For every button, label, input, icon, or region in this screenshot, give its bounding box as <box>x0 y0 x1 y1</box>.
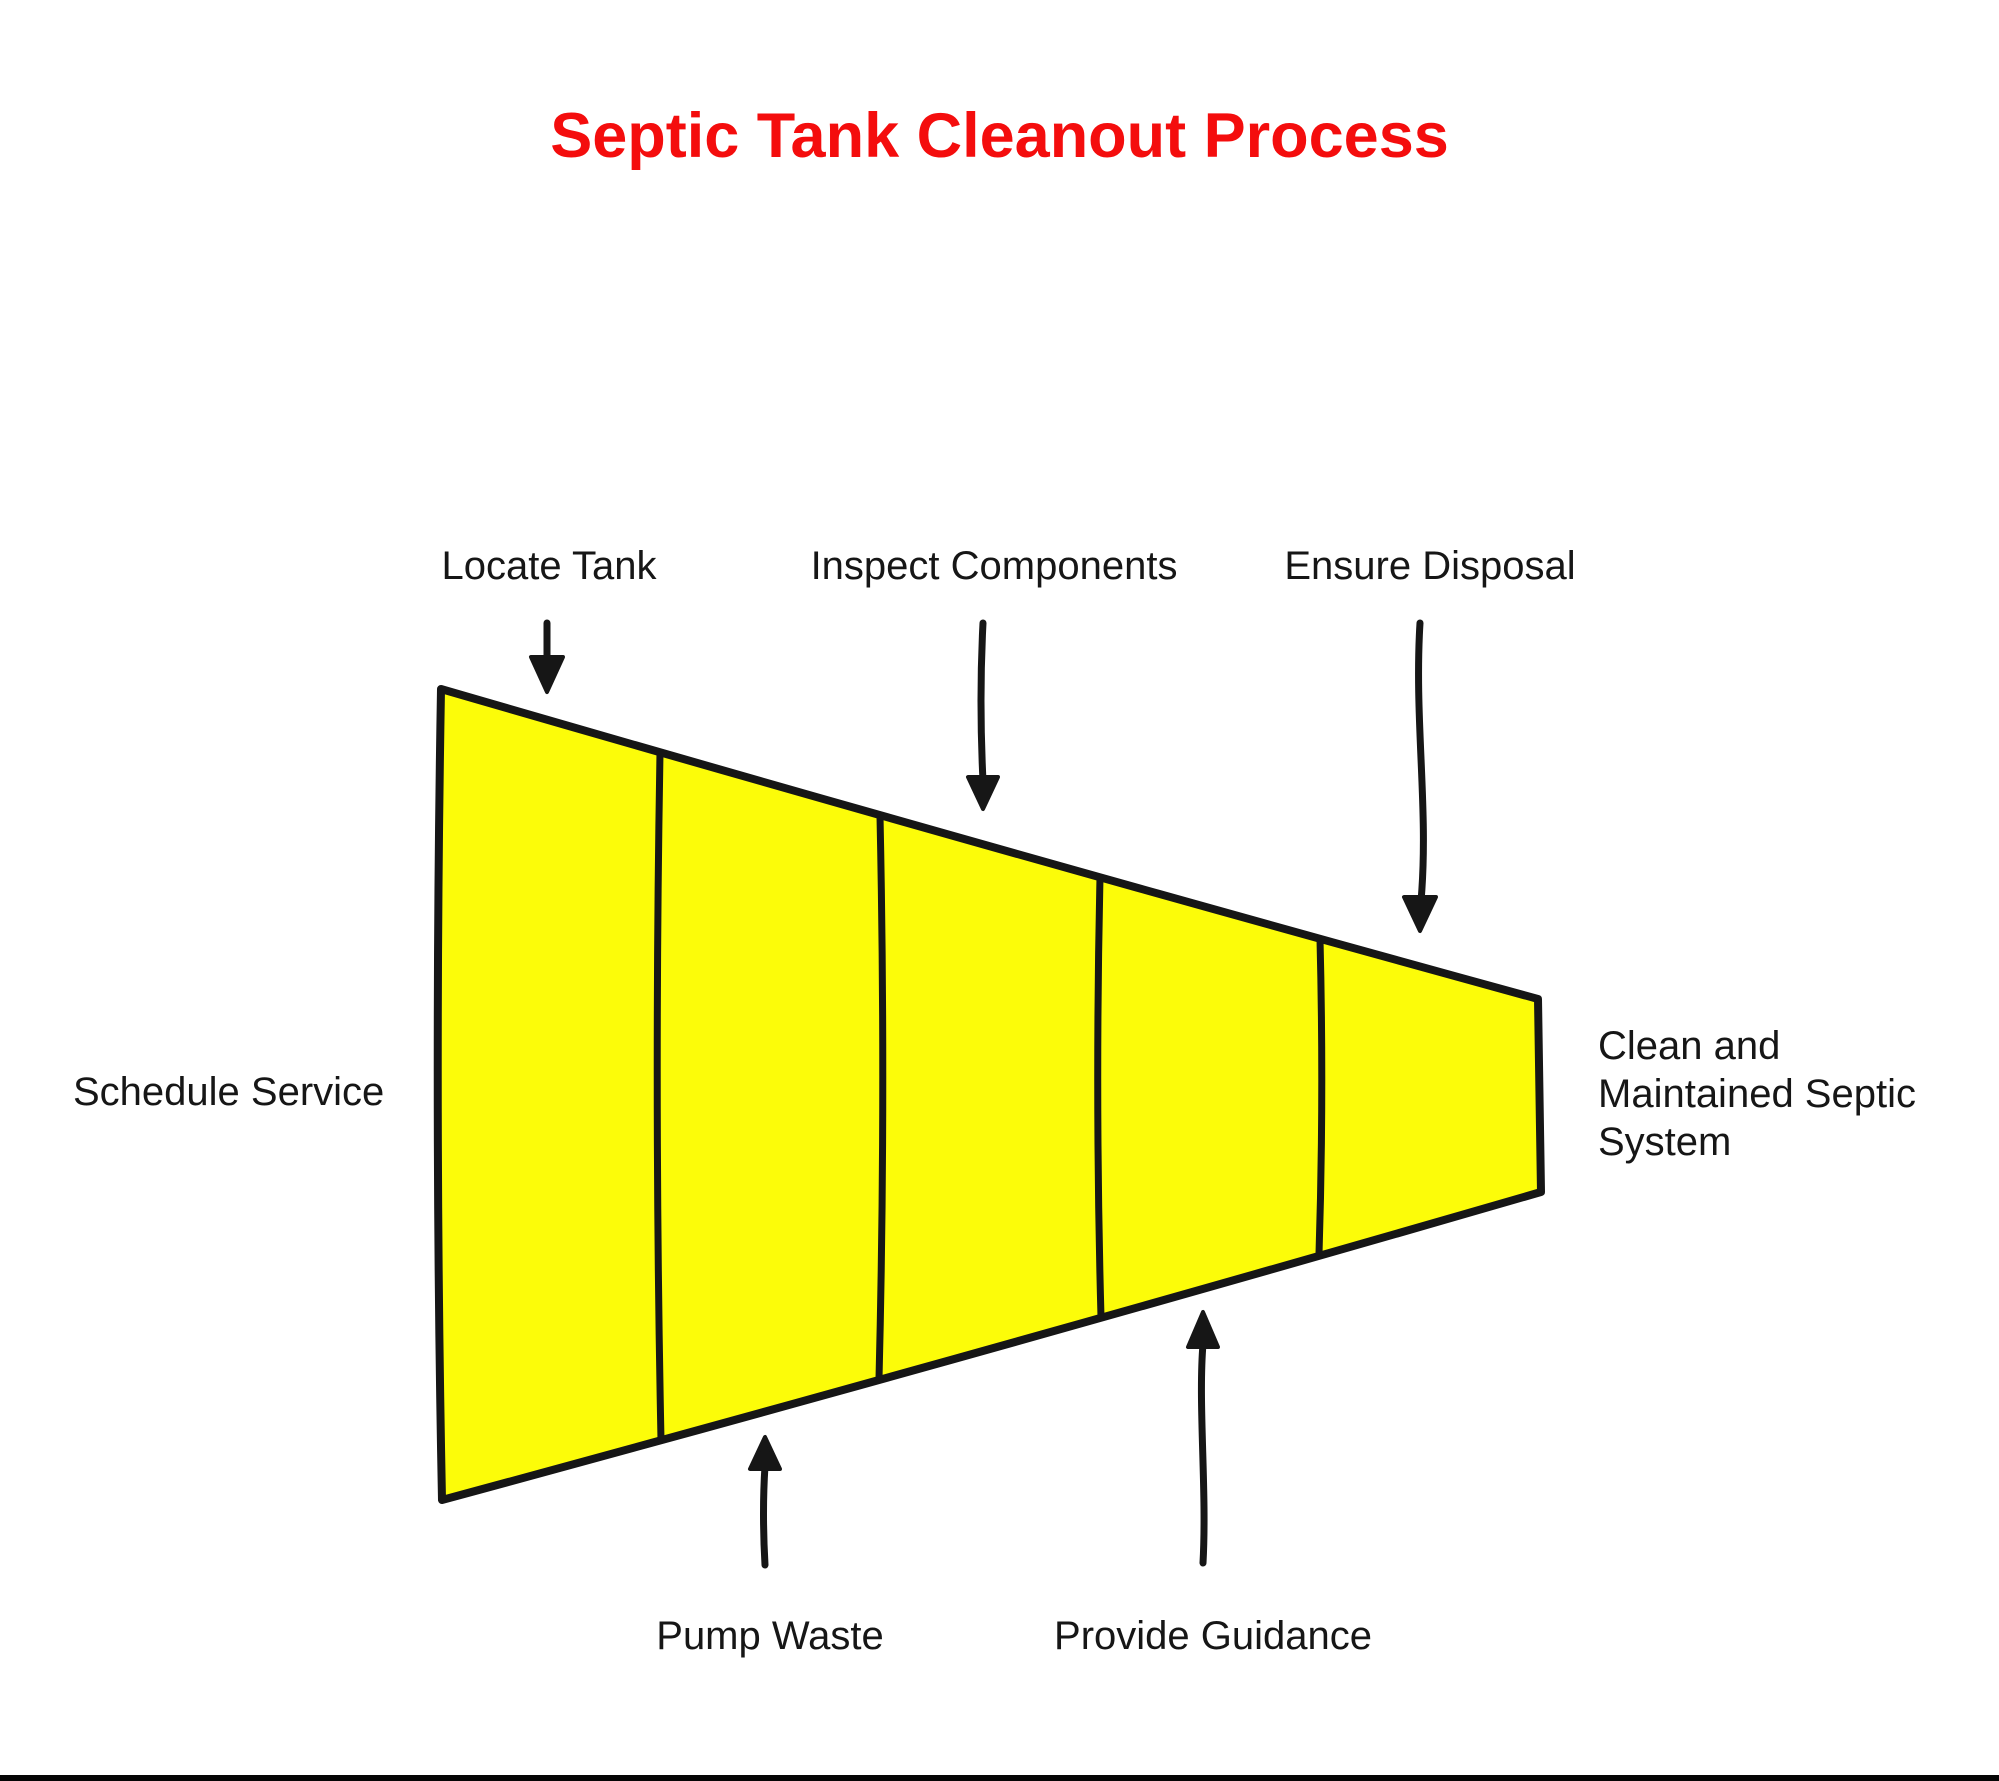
funnel-body <box>433 685 1545 1504</box>
up-arrow-icon <box>748 1435 782 1569</box>
down-arrow-icon <box>529 619 565 694</box>
bottom-edge-bar <box>0 1775 1999 1781</box>
result-label: Clean and Maintained Septic System <box>1598 1022 1916 1166</box>
stage-label-locate-tank: Locate Tank <box>441 544 657 588</box>
result-label-line: Maintained Septic <box>1598 1072 1916 1116</box>
funnel-divider <box>653 749 665 1444</box>
diagram-title: Septic Tank Cleanout Process <box>550 101 1449 171</box>
funnel-divider <box>1315 935 1326 1258</box>
stage-label-schedule-service: Schedule Service <box>73 1070 385 1114</box>
result-label-line: Clean and <box>1598 1024 1781 1068</box>
stage-label-ensure-disposal: Ensure Disposal <box>1284 544 1576 588</box>
up-arrow-icon <box>1186 1310 1220 1567</box>
result-label-line: System <box>1598 1120 1732 1164</box>
down-arrow-icon <box>1402 619 1438 933</box>
funnel-divider <box>875 812 887 1383</box>
stage-label-provide-guidance: Provide Guidance <box>1054 1614 1372 1658</box>
funnel-divider <box>1094 874 1105 1321</box>
stage-label-inspect-components: Inspect Components <box>810 544 1178 588</box>
stage-label-pump-waste: Pump Waste <box>656 1614 884 1658</box>
down-arrow-icon <box>966 619 1000 811</box>
